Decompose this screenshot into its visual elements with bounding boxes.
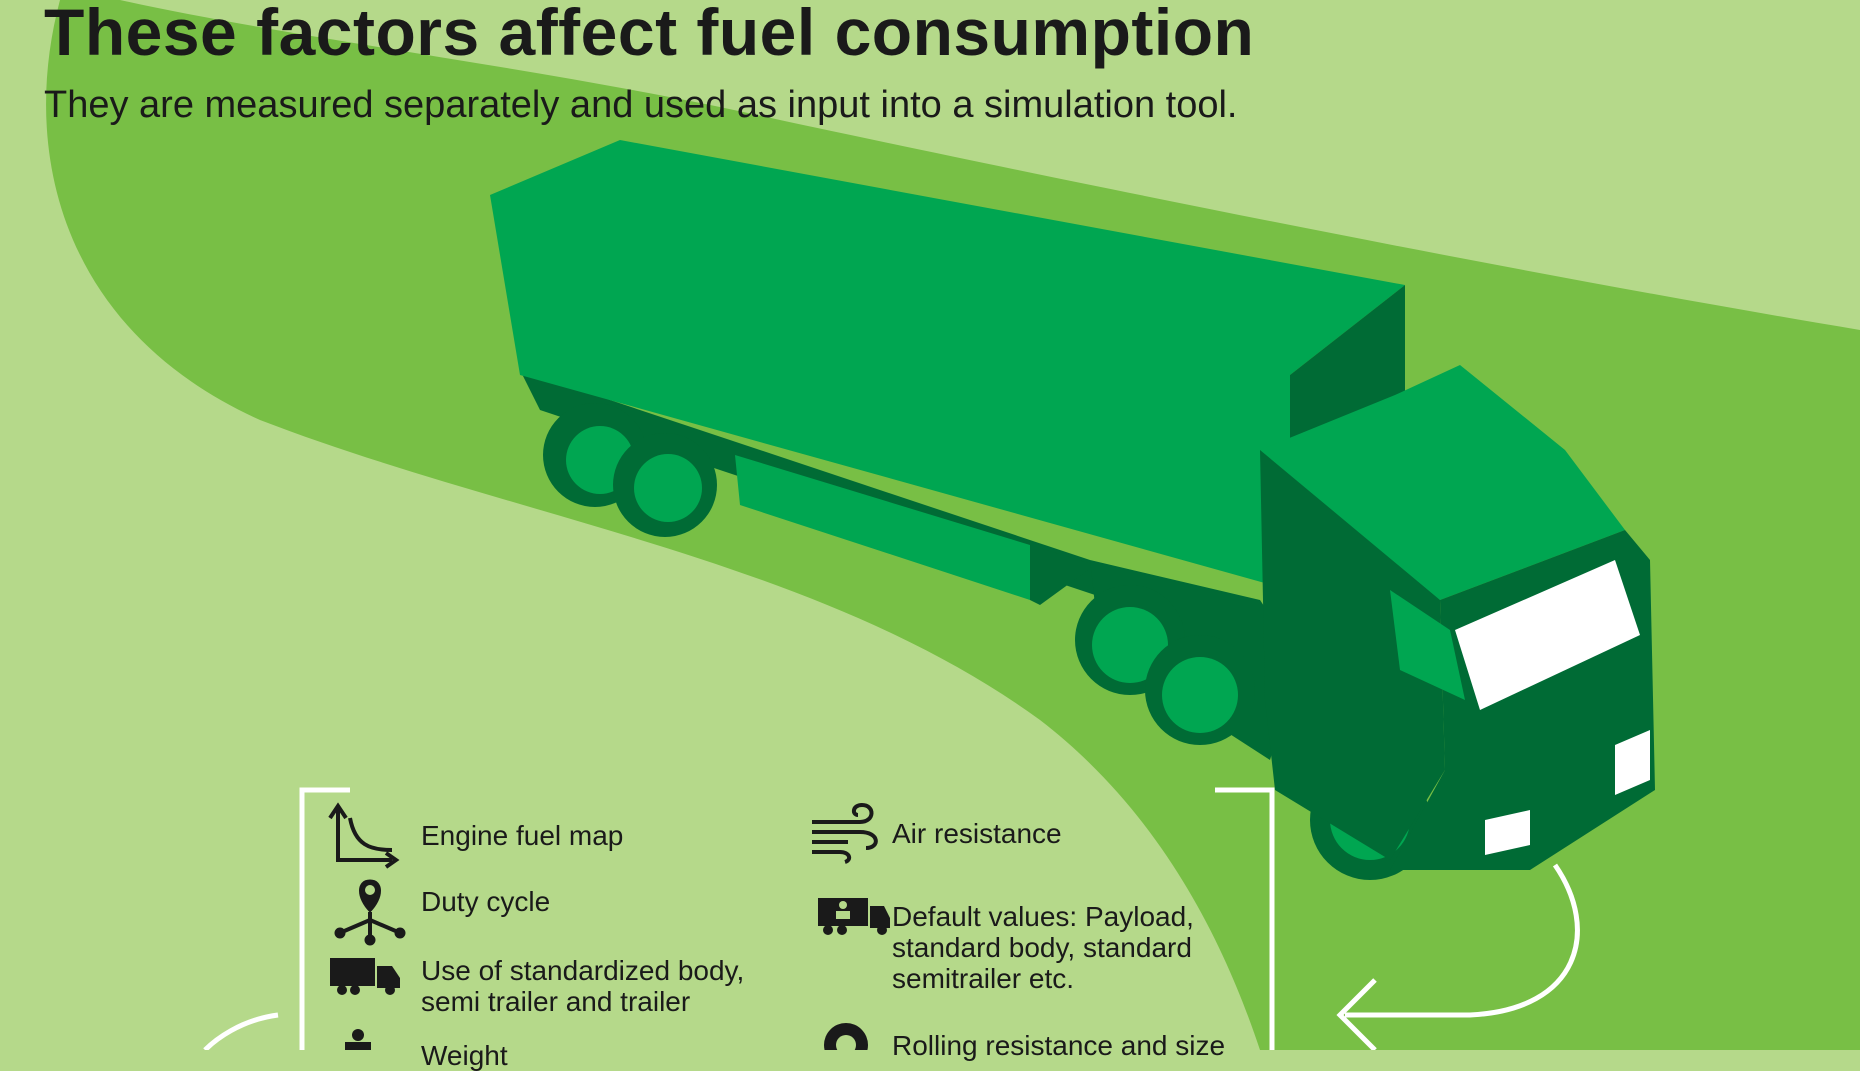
factor-air-resistance: Air resistance: [892, 818, 1062, 849]
standardized-body-truck-icon: [330, 958, 400, 995]
page-title: These factors affect fuel consumption: [44, 0, 1255, 69]
rolling-resistance-gear-icon: [824, 1023, 868, 1050]
factor-standardized-body: Use of standardized body, semi trailer a…: [421, 955, 745, 1017]
duty-cycle-icon: [334, 879, 406, 946]
factor-rolling-resistance: Rolling resistance and size: [892, 1030, 1226, 1061]
windshield: [1455, 560, 1640, 710]
truck-illustration: [490, 140, 1655, 880]
default-values-truck-icon: [818, 898, 890, 935]
air-resistance-icon: [812, 802, 878, 864]
factor-engine-fuel-map: Engine fuel map: [421, 820, 624, 851]
factor-duty-cycle: Duty cycle: [421, 886, 551, 917]
page-subtitle: They are measured separately and used as…: [44, 84, 1238, 126]
flow-arrow: [203, 863, 1580, 1050]
weight-icon: [345, 1029, 371, 1050]
factor-weight: Weight: [421, 1040, 508, 1071]
engine-fuel-map-icon: [328, 802, 400, 869]
factor-default-values: Default values: Payload, standard body, …: [892, 901, 1194, 994]
factors-bracket: [299, 787, 1275, 1050]
